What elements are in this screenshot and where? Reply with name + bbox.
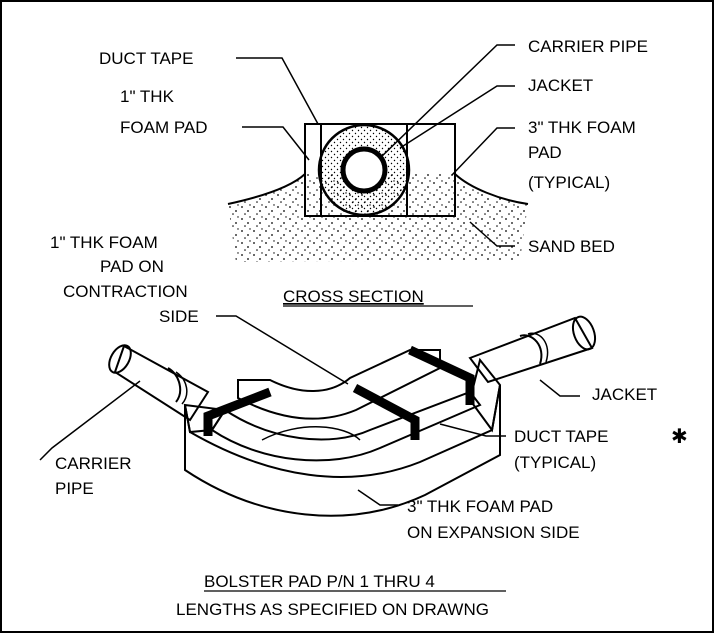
jacket-right-collar: [519, 334, 543, 365]
jacket-in-channel: [261, 426, 361, 441]
label-carrier-pipe: CARRIER PIPE: [528, 37, 648, 56]
label-contraction: 1" THK FOAM: [50, 233, 158, 252]
label-contraction: SIDE: [159, 307, 199, 326]
label-foam-1in: 1" THK: [120, 87, 175, 106]
asterisk-icon: ✱: [671, 426, 688, 448]
label-carrier-pipe-bolster: PIPE: [55, 479, 94, 498]
label-duct-tape: DUCT TAPE: [99, 49, 193, 68]
label-jacket-bolster: JACKET: [592, 385, 657, 404]
leader-jacket: [399, 85, 515, 149]
jacket-right-collar: [527, 332, 549, 363]
sand-bed-surface: [227, 173, 306, 205]
label-sand-bed: SAND BED: [528, 237, 615, 256]
label-foam-1in: FOAM PAD: [120, 118, 208, 137]
footer-title: BOLSTER PAD P/N 1 THRU 4: [204, 572, 435, 591]
sand-bed: [228, 174, 528, 262]
label-foam-3in: (TYPICAL): [528, 173, 610, 192]
pipe-channel: [210, 390, 482, 462]
leader-foam-3in: [451, 127, 515, 176]
carrier-pipe: [340, 146, 388, 194]
foam-pad-back: [237, 349, 441, 420]
label-expansion: ON EXPANSION SIDE: [407, 523, 580, 542]
leader-duct-tape-bolster: [439, 423, 506, 437]
label-carrier-pipe-bolster: CARRIER: [55, 454, 132, 473]
label-contraction: CONTRACTION: [63, 282, 188, 301]
leader-jacket-bolster: [539, 379, 580, 397]
label-duct-tape-typical: (TYPICAL): [514, 453, 596, 472]
label-duct-tape-bolster: DUCT TAPE: [514, 427, 608, 446]
leader-expansion: [357, 489, 398, 506]
leader-carrier-pipe-bolster: [39, 380, 141, 461]
leader-sand-bed: [469, 221, 515, 247]
foam-pad-front: [184, 384, 501, 517]
sand-bed-surface: [454, 173, 529, 205]
label-contraction: PAD ON: [100, 257, 164, 276]
leader-foam-1in: [242, 126, 310, 161]
duct-tape-band-right: [408, 345, 475, 405]
leader-duct-tape: [236, 57, 319, 125]
pipe-end-right: [571, 315, 597, 351]
jacket-left: [113, 344, 210, 422]
duct-tape-band-middle: [352, 384, 420, 440]
leader-contraction: [216, 315, 349, 385]
cross-section-title: CROSS SECTION: [283, 287, 424, 306]
duct-tape-band-left: [203, 387, 272, 436]
label-expansion: 3" THK FOAM PAD: [407, 497, 553, 516]
cross-section-view: DUCT TAPE 1" THK FOAM PAD CARRIER PIPE J…: [99, 37, 648, 307]
pipe-end-left: [108, 344, 132, 374]
bolster-pad-view: 1" THK FOAM PAD ON CONTRACTION SIDE JACK…: [39, 233, 688, 542]
label-foam-3in: 3" THK FOAM: [528, 118, 636, 137]
jacket-left-collar: [175, 371, 188, 405]
jacket-left-collar: [167, 367, 182, 403]
label-jacket: JACKET: [528, 76, 593, 95]
leader-carrier-pipe: [379, 44, 515, 159]
label-foam-3in: PAD: [528, 143, 562, 162]
footer-note: LENGTHS AS SPECIFIED ON DRAWNG: [176, 600, 489, 619]
